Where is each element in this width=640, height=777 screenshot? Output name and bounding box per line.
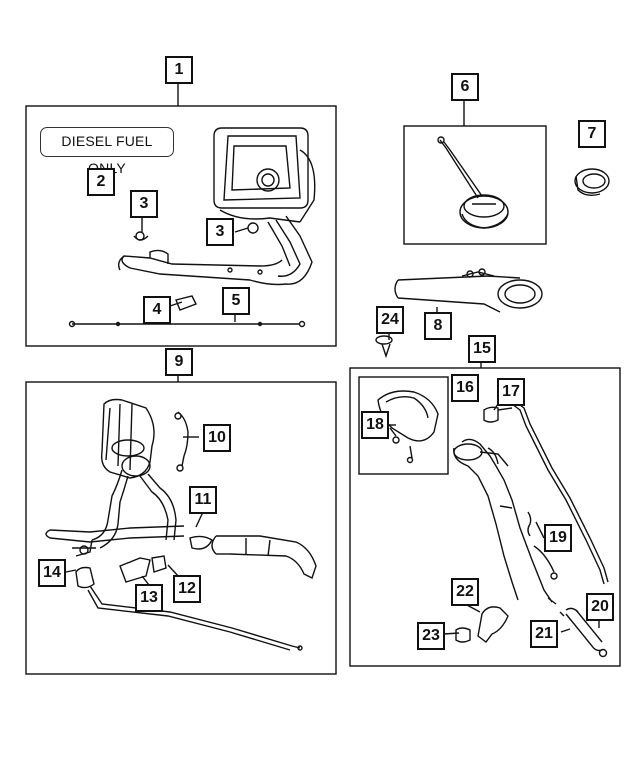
callout-3b: 3 [206,218,234,246]
callout-14: 14 [38,559,66,587]
seal-ring-drawing [574,168,610,197]
callout-20: 20 [586,593,614,621]
tank-module-drawing [45,398,317,651]
fuel-cap-drawing [437,136,509,229]
callout-24: 24 [376,306,404,334]
group-box-1 [25,105,337,347]
callout-12: 12 [173,575,201,603]
callout-7: 7 [578,120,606,148]
callout-22: 22 [451,578,479,606]
callout-10: 10 [203,424,231,452]
callout-18: 18 [361,411,389,439]
callout-16: 16 [451,374,479,402]
callout-11: 11 [189,486,217,514]
callout-9: 9 [165,348,193,376]
callout-15: 15 [468,335,496,363]
callout-21: 21 [530,620,558,648]
callout-6: 6 [451,73,479,101]
callout-2: 2 [87,168,115,196]
callout-17: 17 [497,378,525,406]
screw-drawing [375,335,393,359]
group-box-6 [403,125,547,245]
group-box-9 [25,381,337,675]
callout-4: 4 [143,296,171,324]
callout-13: 13 [135,584,163,612]
callout-8: 8 [424,312,452,340]
callout-5: 5 [222,287,250,315]
group-box-15 [349,367,621,667]
filler-housing-drawing [68,127,316,328]
callout-23: 23 [417,622,445,650]
callout-3: 3 [130,190,158,218]
callout-19: 19 [544,524,572,552]
filler-neck-drawing [394,268,543,313]
diesel-fuel-only-decal: DIESEL FUEL ONLY [40,127,174,176]
group-box-16 [358,376,449,475]
callout-1: 1 [165,56,193,84]
filler-tube-drawing [377,390,609,658]
